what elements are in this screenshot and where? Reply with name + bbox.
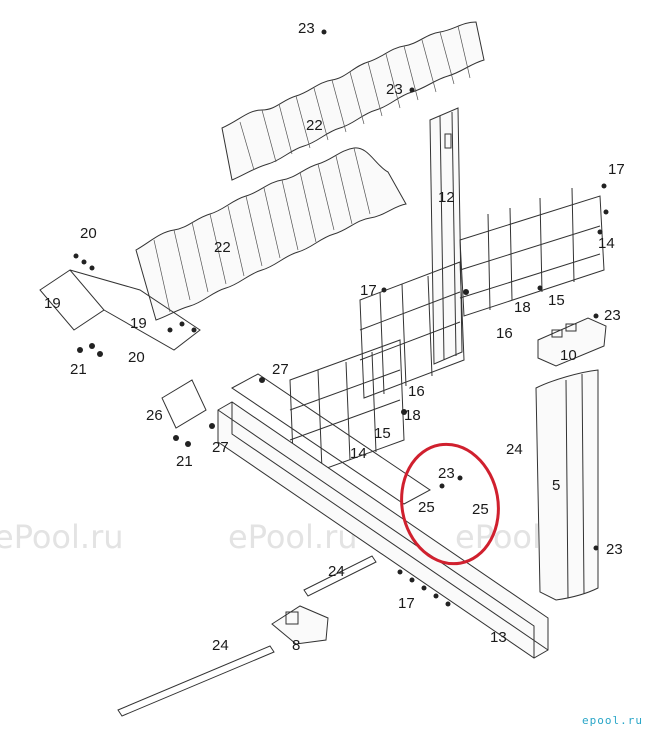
- cap-10: [537, 317, 607, 367]
- label-27: 27: [212, 439, 229, 456]
- frame-middle: [359, 261, 465, 399]
- base-beam-13: [217, 401, 549, 659]
- label-17: 17: [360, 282, 377, 299]
- label-22: 22: [214, 239, 231, 256]
- label-23: 23: [386, 81, 403, 98]
- label-24: 24: [328, 563, 345, 580]
- plate-19: [39, 269, 201, 351]
- label-23: 23: [438, 465, 455, 482]
- label-17: 17: [398, 595, 415, 612]
- label-19: 19: [130, 315, 147, 332]
- channel-24-left: [117, 645, 275, 717]
- base-plate-8: [271, 605, 329, 645]
- label-18: 18: [514, 299, 531, 316]
- site-logo: epool.ru: [582, 714, 643, 727]
- label-22: 22: [306, 117, 323, 134]
- post-12: [429, 107, 463, 365]
- label-18: 18: [404, 407, 421, 424]
- label-19: 19: [44, 295, 61, 312]
- part-labels: 23 23 22 22 12 17 14 20 19 19 17 18 15 2…: [44, 20, 625, 654]
- label-17: 17: [608, 161, 625, 178]
- frame-back-right: [459, 187, 605, 317]
- label-23: 23: [606, 541, 623, 558]
- label-15: 15: [374, 425, 391, 442]
- watermark-left: ePool.ru: [0, 518, 124, 556]
- label-16: 16: [408, 383, 425, 400]
- label-23: 23: [604, 307, 621, 324]
- label-5: 5: [552, 477, 560, 494]
- label-27: 27: [272, 361, 289, 378]
- label-21: 21: [70, 361, 87, 378]
- bolts: [73, 29, 609, 607]
- label-21: 21: [176, 453, 193, 470]
- channel-24-mid: [303, 555, 377, 597]
- watermark-middle: ePool.ru: [228, 518, 358, 556]
- label-8: 8: [292, 637, 300, 654]
- label-20: 20: [128, 349, 145, 366]
- roof-panel-lower: [135, 147, 407, 321]
- roof-panel-upper: [221, 21, 485, 181]
- highlight-circle: [400, 442, 500, 566]
- plate-26: [161, 379, 207, 429]
- label-24: 24: [212, 637, 229, 654]
- label-23: 23: [298, 20, 315, 37]
- label-25: 25: [418, 499, 435, 516]
- label-16: 16: [496, 325, 513, 342]
- label-14: 14: [350, 445, 367, 462]
- label-25: 25: [472, 501, 489, 518]
- label-26: 26: [146, 407, 163, 424]
- bar-27: [231, 373, 431, 505]
- label-14: 14: [598, 235, 615, 252]
- label-15: 15: [548, 292, 565, 309]
- label-24: 24: [506, 441, 523, 458]
- label-20: 20: [80, 225, 97, 242]
- post-5: [535, 369, 599, 601]
- label-10: 10: [560, 347, 577, 364]
- label-13: 13: [490, 629, 507, 646]
- label-12: 12: [438, 189, 455, 206]
